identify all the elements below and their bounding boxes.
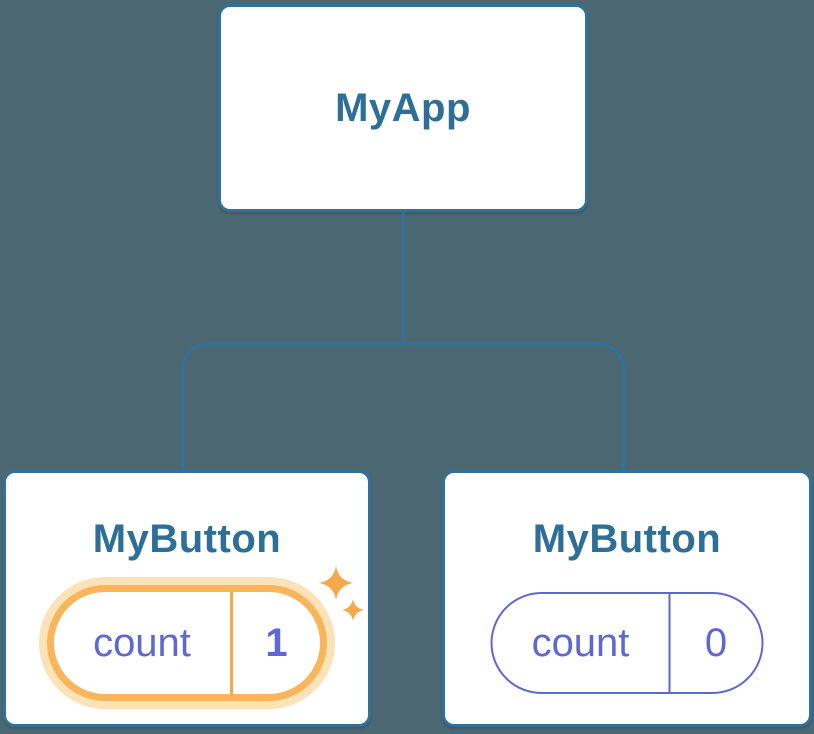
state-name: count <box>531 620 630 665</box>
connector-root-stem <box>401 211 405 345</box>
node-mybutton-1-label: MyButton <box>92 517 282 561</box>
state-badge-divider <box>230 592 233 694</box>
state-badge: count 0 <box>490 592 764 694</box>
node-mybutton-1: MyButton count 1 <box>3 470 371 727</box>
state-badge-highlighted: count 1 <box>47 585 327 701</box>
node-myapp-label: MyApp <box>335 85 471 130</box>
node-mybutton-2: MyButton count 0 <box>442 470 812 727</box>
sparkles-icon <box>319 566 364 621</box>
node-mybutton-2-label: MyButton <box>532 517 722 561</box>
state-value: 0 <box>704 620 728 665</box>
state-name: count <box>93 620 191 665</box>
state-badge-divider <box>668 594 671 692</box>
connector-branch-bracket <box>181 343 625 470</box>
state-value: 1 <box>265 620 288 665</box>
node-myapp: MyApp <box>218 4 588 212</box>
